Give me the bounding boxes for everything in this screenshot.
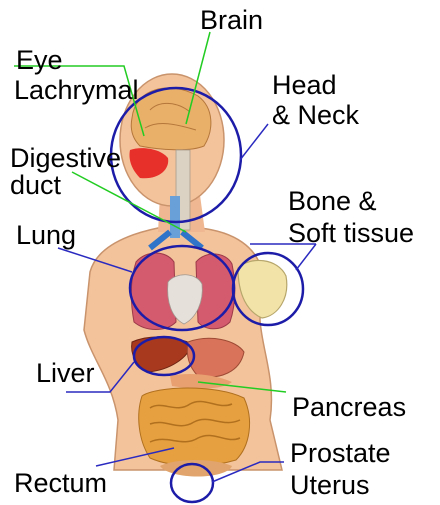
label-prostate: Prostate bbox=[290, 440, 391, 466]
label-lung: Lung bbox=[16, 222, 76, 248]
label-duct: duct bbox=[10, 172, 61, 198]
label-pancreas: Pancreas bbox=[292, 394, 406, 420]
label-liver: Liver bbox=[36, 360, 95, 386]
label-digestive: Digestive bbox=[10, 145, 121, 171]
label-eye: Eye bbox=[16, 47, 63, 73]
intestines bbox=[139, 388, 250, 466]
label-soft-tissue: Soft tissue bbox=[288, 220, 414, 246]
label-lachrymal: Lachrymal bbox=[14, 77, 139, 103]
label-neck: & Neck bbox=[272, 102, 359, 128]
label-head: Head bbox=[272, 72, 337, 98]
head-neck-leader bbox=[240, 124, 268, 160]
label-bone: Bone & bbox=[288, 188, 377, 214]
label-uterus: Uterus bbox=[290, 472, 370, 498]
label-rectum: Rectum bbox=[14, 470, 107, 496]
label-brain: Brain bbox=[200, 7, 263, 33]
